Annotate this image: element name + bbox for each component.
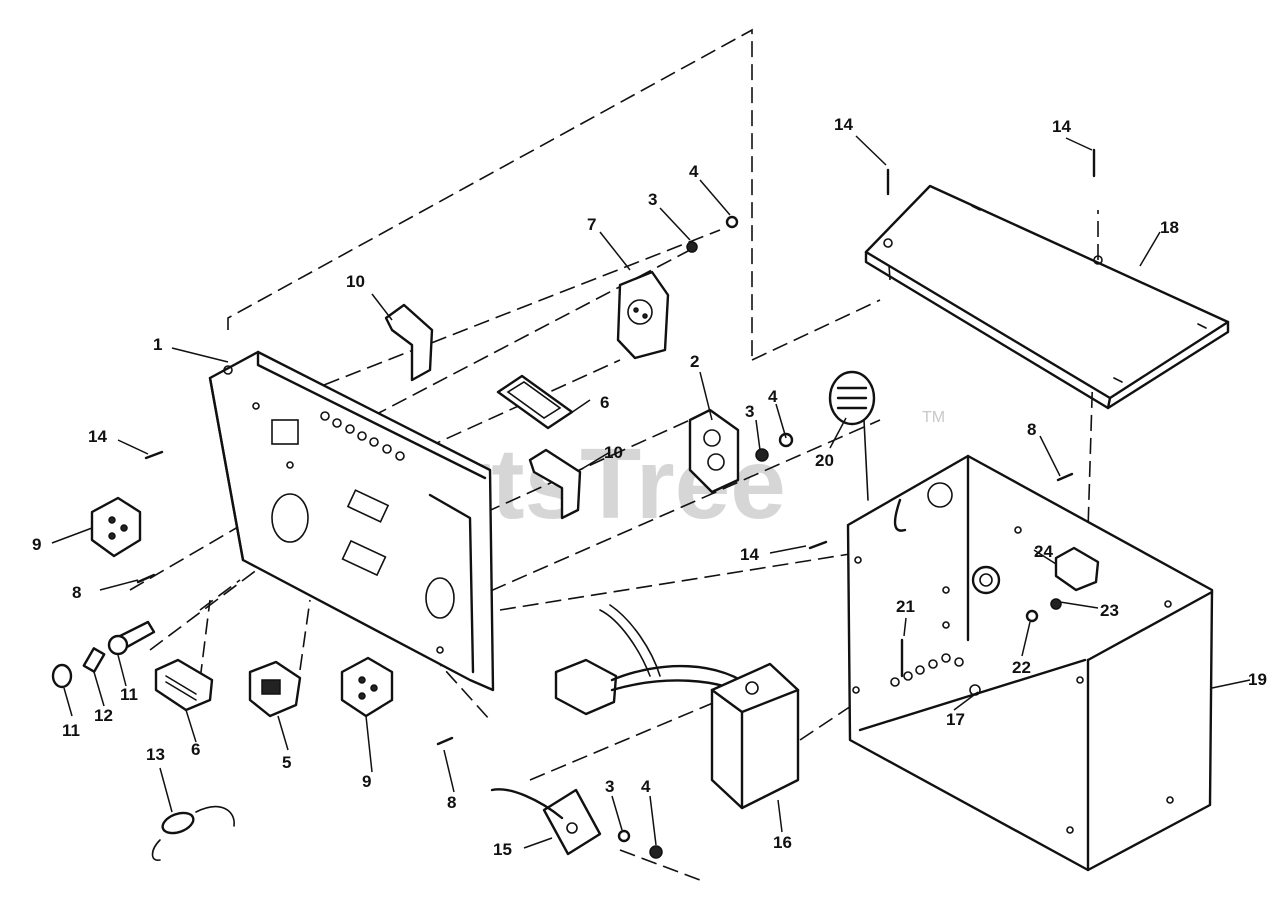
callout-label: 23 — [1100, 601, 1119, 620]
top-cover — [864, 184, 1230, 410]
callout-label: 15 — [493, 840, 512, 859]
callout-label: 14 — [1052, 117, 1071, 136]
rectifier-module — [710, 662, 800, 810]
receptacle-square-bottom — [340, 656, 394, 718]
fasteners — [136, 148, 1096, 859]
callout-label: 24 — [1034, 542, 1053, 561]
callout-label: 19 — [1248, 670, 1267, 689]
callout-label: 22 — [1012, 658, 1031, 677]
callout-label: 14 — [834, 115, 853, 134]
watermark-tm: TM — [922, 409, 945, 426]
callout-label: 17 — [946, 710, 965, 729]
bracket-u-lower — [528, 448, 582, 520]
callout-label: 9 — [362, 772, 371, 791]
rocker-switch — [248, 660, 302, 718]
callout-label: 3 — [605, 777, 614, 796]
callout-label: 3 — [648, 190, 657, 209]
callout-label: 16 — [773, 833, 792, 852]
callout-label: 14 — [740, 545, 759, 564]
callout-label: 4 — [641, 777, 651, 796]
callout-label: 21 — [896, 597, 915, 616]
callout-label: 14 — [88, 427, 107, 446]
circuit-breaker — [154, 658, 214, 712]
callout-label: 3 — [745, 402, 754, 421]
callout-label: 11 — [62, 721, 80, 740]
receptacle-twist-lock — [616, 270, 670, 360]
callout-label: 2 — [690, 352, 699, 371]
callout-label: 8 — [447, 793, 456, 812]
callout-label: 13 — [146, 745, 165, 764]
callout-label: 4 — [768, 387, 778, 406]
leader-lines — [51, 135, 1251, 849]
grommet — [971, 565, 1001, 595]
callout-label: 6 — [191, 740, 200, 759]
fuse-holder — [51, 620, 156, 689]
capacitor — [151, 806, 235, 861]
callout-label: 9 — [32, 535, 41, 554]
callout-label: 4 — [689, 162, 699, 181]
callout-label: 20 — [815, 451, 834, 470]
callout-label: 10 — [604, 443, 623, 462]
callout-label: 10 — [346, 272, 365, 291]
callout-label: 6 — [600, 393, 609, 412]
callout-label: 7 — [587, 215, 596, 234]
callout-label: 5 — [282, 753, 291, 772]
housing-box — [846, 454, 1214, 872]
gasket-plate — [496, 374, 574, 430]
bracket-u-upper — [384, 303, 434, 382]
callout-label: 11 — [120, 685, 138, 704]
callout-label: 18 — [1160, 218, 1179, 237]
terminal-board — [490, 788, 602, 856]
callout-labels: 1 2 3 3 3 4 4 4 5 6 6 7 8 8 8 9 9 10 10 … — [32, 115, 1267, 859]
callout-label: 8 — [1027, 420, 1036, 439]
receptacle-square-left — [90, 496, 142, 558]
callout-label: 12 — [94, 706, 113, 725]
callout-label: 8 — [72, 583, 81, 602]
control-panel — [208, 350, 495, 692]
ground-relay — [1054, 546, 1100, 592]
idle-control-coil — [828, 370, 876, 501]
callout-label: 1 — [153, 335, 162, 354]
